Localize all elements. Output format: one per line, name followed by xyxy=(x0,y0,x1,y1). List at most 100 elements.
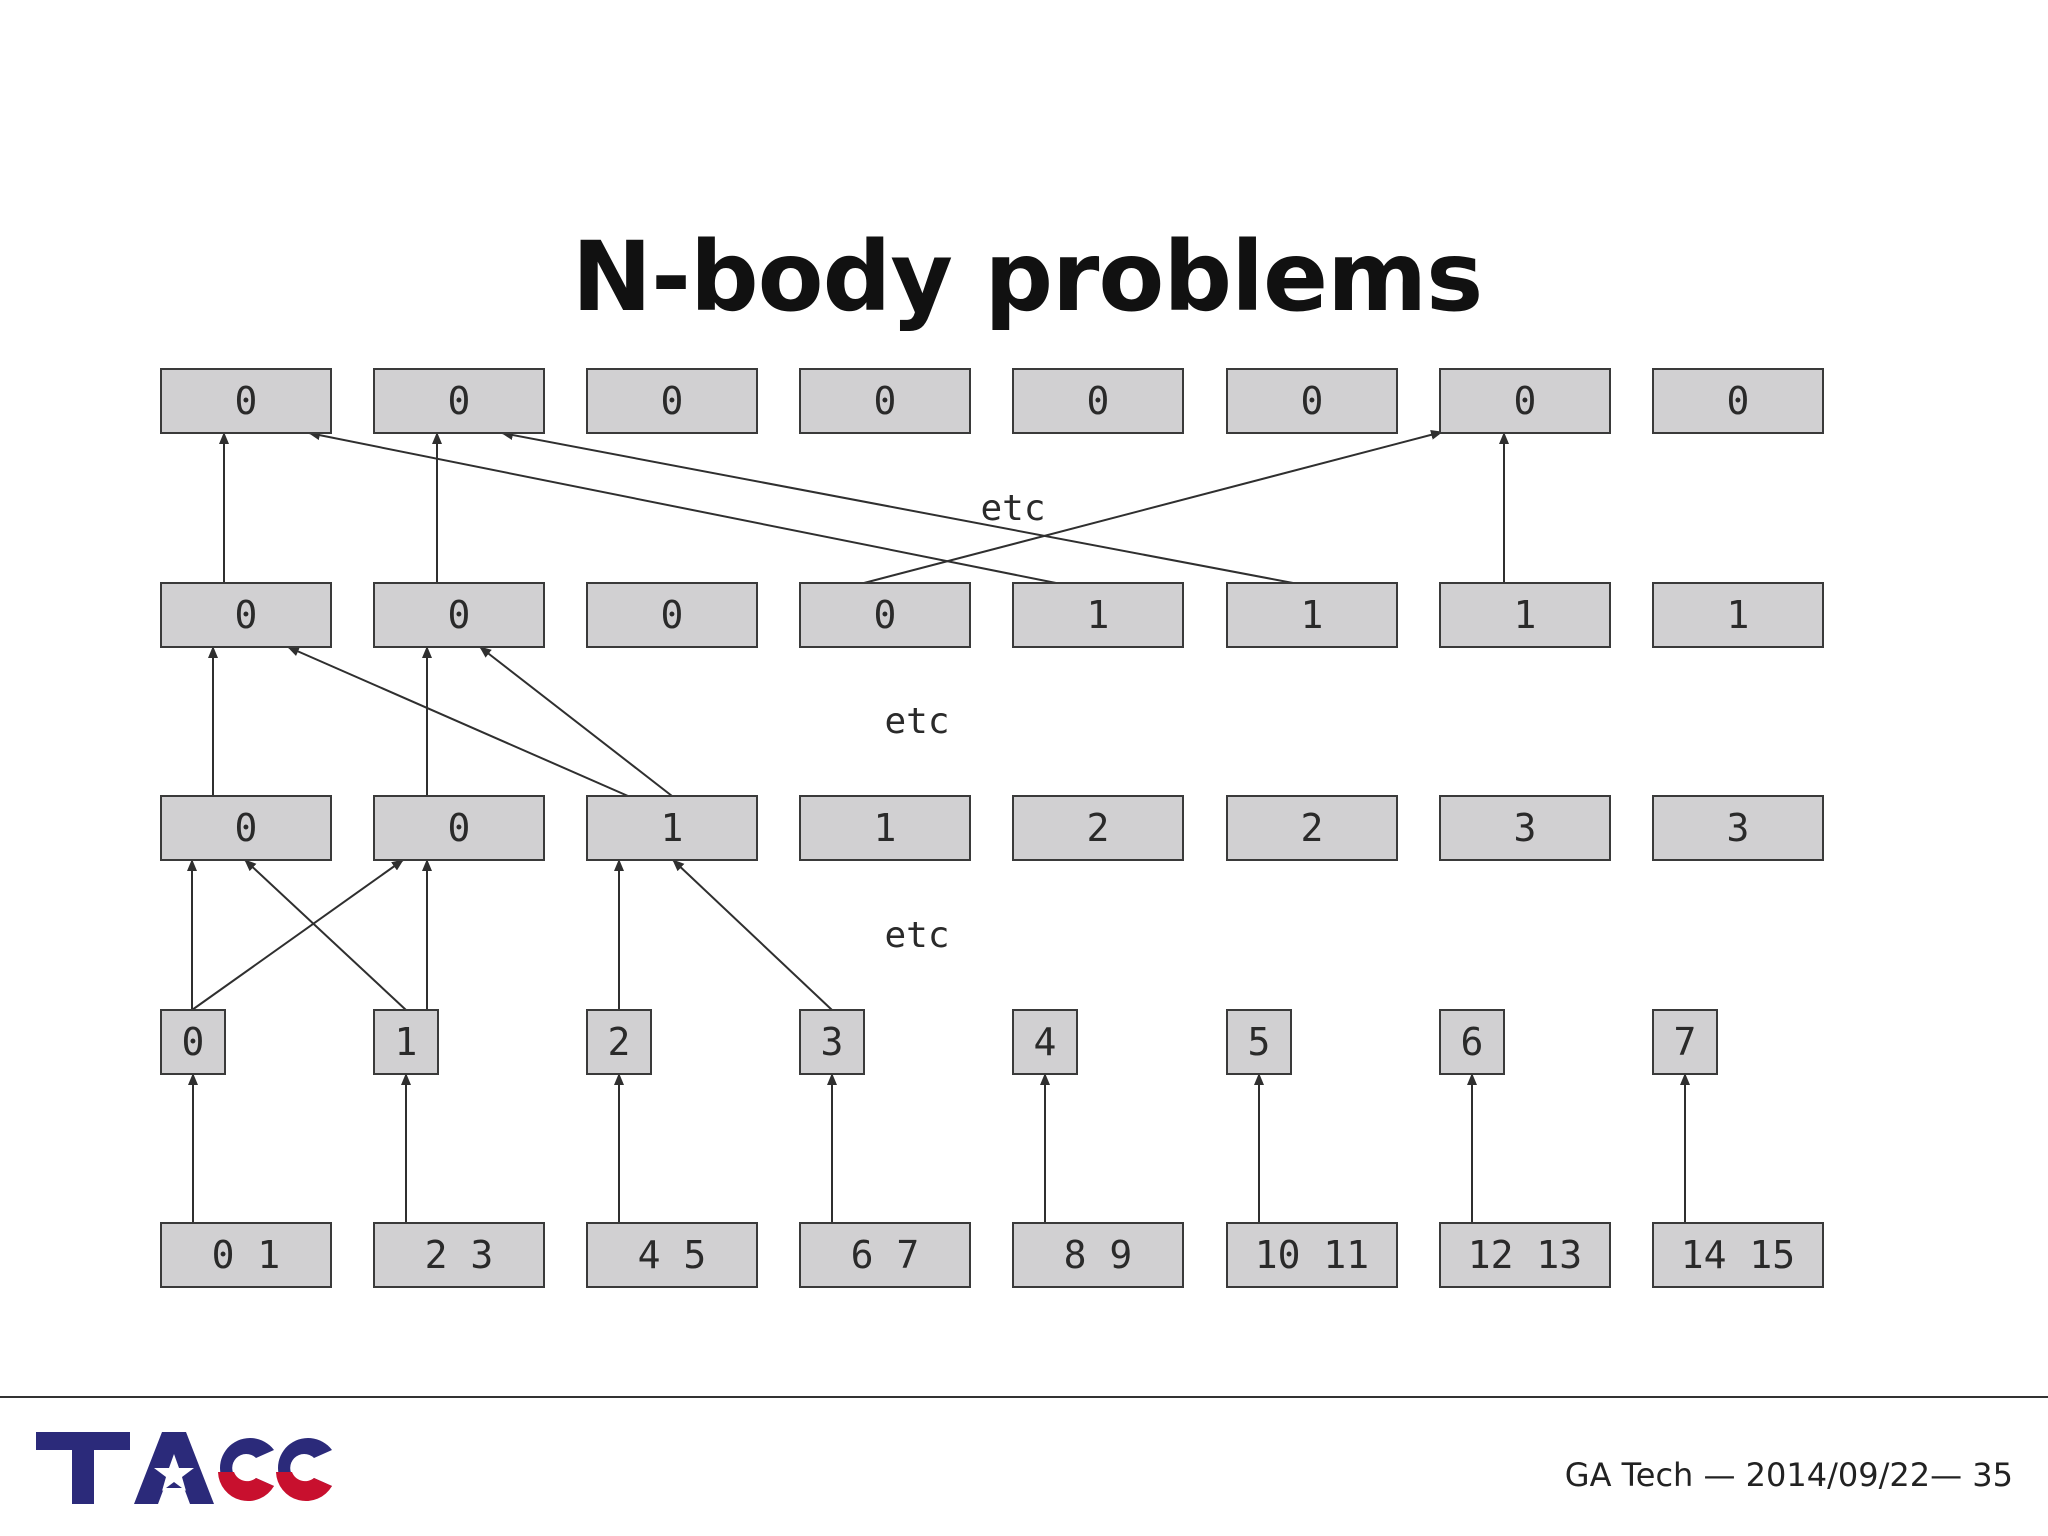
tree-box-r4-c5 xyxy=(1226,1222,1398,1288)
tree-box-label-r1-c5: 1 xyxy=(1301,593,1324,637)
tree-box-label-r0-c5: 0 xyxy=(1301,379,1324,423)
tree-box-r0-c1 xyxy=(373,368,545,434)
tree-box-label-r2-c0: 0 xyxy=(235,806,258,850)
tree-box-r3-c6 xyxy=(1439,1009,1505,1075)
tree-box-r2-c4 xyxy=(1012,795,1184,861)
tree-box-label-r3-c2: 2 xyxy=(608,1020,631,1064)
edge-arrow-22 xyxy=(863,429,1443,584)
tree-box-r3-c1 xyxy=(373,1009,439,1075)
tree-box-label-r4-c1: 2 3 xyxy=(425,1233,494,1277)
edge-arrow-16 xyxy=(287,646,629,797)
tree-box-label-r1-c6: 1 xyxy=(1514,593,1537,637)
tacc-logo-mark xyxy=(36,1432,332,1504)
etc-label-3: etc xyxy=(884,915,949,956)
tree-box-label-r3-c4: 4 xyxy=(1034,1020,1057,1064)
tree-box-label-r3-c6: 6 xyxy=(1461,1020,1484,1064)
tree-box-r1-c0 xyxy=(160,582,332,648)
tree-box-label-r1-c0: 0 xyxy=(235,593,258,637)
tree-box-label-r1-c7: 1 xyxy=(1727,593,1750,637)
tree-box-r0-c0 xyxy=(160,368,332,434)
tree-box-r2-c1 xyxy=(373,795,545,861)
boxes: 0 0 0 0 0 0 0 0 0 0 0 0 1 1 1 1 0 0 1 1 2 2 3 3 0 1 2 3 4 5 6 7 0 1 2 3 4 … xyxy=(160,368,1824,1288)
tree-box-r4-c0 xyxy=(160,1222,332,1288)
tree-box-label-r3-c5: 5 xyxy=(1248,1020,1271,1064)
tree-box-label-r3-c3: 3 xyxy=(821,1020,844,1064)
tree-box-r1-c7 xyxy=(1652,582,1824,648)
tree-box-label-r2-c5: 2 xyxy=(1301,806,1324,850)
tree-box-r4-c3 xyxy=(799,1222,971,1288)
tree-box-r2-c3 xyxy=(799,795,971,861)
tree-box-label-r0-c4: 0 xyxy=(1087,379,1110,423)
edge-arrow-17 xyxy=(479,646,673,797)
tree-box-r4-c4 xyxy=(1012,1222,1184,1288)
tree-box-r1-c1 xyxy=(373,582,545,648)
tree-box-label-r3-c0: 0 xyxy=(182,1020,205,1064)
tree-box-label-r2-c3: 1 xyxy=(874,806,897,850)
tree-box-r2-c0 xyxy=(160,795,332,861)
tree-box-r0-c7 xyxy=(1652,368,1824,434)
tree-box-label-r4-c2: 4 5 xyxy=(638,1233,707,1277)
tree-box-label-r1-c1: 0 xyxy=(448,593,471,637)
tree-box-r1-c3 xyxy=(799,582,971,648)
tree-box-r3-c4 xyxy=(1012,1009,1078,1075)
tree-box-r0-c6 xyxy=(1439,368,1611,434)
edge-arrow-13 xyxy=(672,859,833,1011)
footer-divider xyxy=(0,1396,2048,1398)
tree-box-label-r2-c6: 3 xyxy=(1514,806,1537,850)
tree-box-r3-c7 xyxy=(1652,1009,1718,1075)
tree-box-r2-c2 xyxy=(586,795,758,861)
tree-box-r3-c3 xyxy=(799,1009,865,1075)
tree-box-r1-c5 xyxy=(1226,582,1398,648)
tree-box-r0-c4 xyxy=(1012,368,1184,434)
edges xyxy=(187,429,1690,1223)
tree-box-r2-c7 xyxy=(1652,795,1824,861)
tree-box-label-r0-c6: 0 xyxy=(1514,379,1537,423)
tree-box-r1-c4 xyxy=(1012,582,1184,648)
tree-box-label-r0-c7: 0 xyxy=(1727,379,1750,423)
tree-box-r3-c2 xyxy=(586,1009,652,1075)
edge-arrow-10 xyxy=(244,859,407,1011)
footer-text: GA Tech — 2014/09/22— 35 xyxy=(1564,1456,2013,1494)
tree-box-label-r4-c3: 6 7 xyxy=(851,1233,920,1277)
tree-box-r0-c5 xyxy=(1226,368,1398,434)
tree-box-r4-c2 xyxy=(586,1222,758,1288)
tree-box-r4-c7 xyxy=(1652,1222,1824,1288)
tree-box-r2-c5 xyxy=(1226,795,1398,861)
tree-box-r4-c1 xyxy=(373,1222,545,1288)
tree-box-r0-c3 xyxy=(799,368,971,434)
tree-box-label-r0-c1: 0 xyxy=(448,379,471,423)
tree-box-label-r1-c4: 1 xyxy=(1087,593,1110,637)
edge-arrow-21 xyxy=(501,430,1294,584)
tree-box-r1-c2 xyxy=(586,582,758,648)
tree-box-label-r4-c0: 0 1 xyxy=(212,1233,281,1277)
tree-box-label-r4-c5: 10 11 xyxy=(1255,1233,1369,1277)
tree-box-label-r2-c4: 2 xyxy=(1087,806,1110,850)
page-title: N-body problems xyxy=(571,221,1484,333)
tree-box-r1-c6 xyxy=(1439,582,1611,648)
tree-box-label-r3-c1: 1 xyxy=(395,1020,418,1064)
tree-box-label-r0-c2: 0 xyxy=(661,379,684,423)
tree-box-label-r2-c7: 3 xyxy=(1727,806,1750,850)
tree-box-label-r4-c7: 14 15 xyxy=(1681,1233,1795,1277)
tree-box-r3-c5 xyxy=(1226,1009,1292,1075)
tree-box-label-r2-c2: 1 xyxy=(661,806,684,850)
tree-box-label-r0-c3: 0 xyxy=(874,379,897,423)
tacc-logo xyxy=(36,1432,332,1504)
tree-box-label-r4-c6: 12 13 xyxy=(1468,1233,1582,1277)
tree-box-label-r0-c0: 0 xyxy=(235,379,258,423)
tree-box-label-r3-c7: 7 xyxy=(1674,1020,1697,1064)
etc-label-2: etc xyxy=(884,701,949,742)
nbody-tree-diagram: 0 0 0 0 0 0 0 0 0 0 0 0 1 1 1 1 0 0 1 1 2 2 3 3 0 1 2 3 4 5 6 7 0 1 2 3 4 … xyxy=(160,368,1824,1288)
tree-box-r0-c2 xyxy=(586,368,758,434)
tree-box-r3-c0 xyxy=(160,1009,226,1075)
tree-box-label-r4-c4: 8 9 xyxy=(1064,1233,1133,1277)
tree-box-r2-c6 xyxy=(1439,795,1611,861)
edge-arrow-20 xyxy=(308,430,1057,584)
edge-arrow-9 xyxy=(191,859,404,1011)
tree-box-label-r1-c3: 0 xyxy=(874,593,897,637)
tree-box-r4-c6 xyxy=(1439,1222,1611,1288)
tree-box-label-r1-c2: 0 xyxy=(661,593,684,637)
tree-box-label-r2-c1: 0 xyxy=(448,806,471,850)
etc-label-1: etc xyxy=(980,488,1045,529)
